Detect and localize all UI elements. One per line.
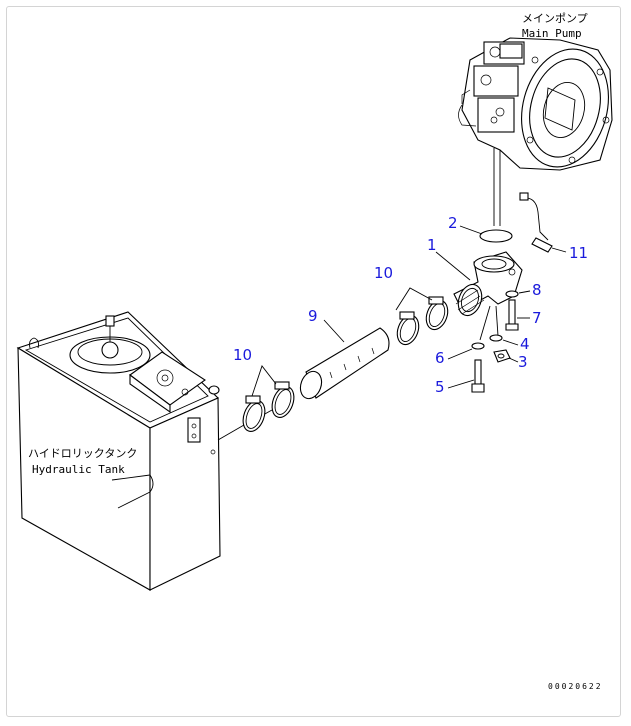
washer-8	[505, 290, 519, 298]
bolt-7	[505, 299, 519, 331]
pressure-sensor	[519, 192, 567, 253]
callout-8: 8	[532, 281, 542, 299]
hydraulic-tank: ハイドロリックタンク Hydraulic Tank	[16, 311, 221, 591]
callout-2: 2	[448, 214, 458, 232]
main-pump: メインポンプ Main Pump	[458, 12, 613, 226]
washer-6	[471, 342, 485, 350]
document-number: 00020622	[548, 682, 603, 691]
callouts: 1 2 3 4 5 6 7 8 9 10 10 11	[233, 214, 588, 396]
nut-3	[493, 349, 511, 363]
tank-label-en: Hydraulic Tank	[32, 463, 125, 476]
callout-9: 9	[308, 307, 318, 325]
tank-label-jp: ハイドロリックタンク	[28, 447, 137, 460]
suction-hose	[299, 319, 390, 400]
hose-clamp-upper-pair	[395, 287, 449, 346]
callout-10-upper: 10	[374, 264, 393, 282]
callout-11: 11	[569, 244, 588, 262]
callout-10-lower: 10	[233, 346, 252, 364]
o-ring	[479, 229, 513, 243]
callout-4: 4	[520, 335, 530, 353]
callout-5: 5	[435, 378, 445, 396]
main-pump-label-en: Main Pump	[522, 27, 582, 40]
hose-clamp-lower-pair	[242, 365, 295, 432]
callout-6: 6	[435, 349, 445, 367]
main-pump-label-jp: メインポンプ	[522, 12, 588, 25]
o-ring-4	[489, 334, 503, 342]
suction-elbow	[453, 251, 523, 341]
callout-1: 1	[427, 236, 437, 254]
callout-7: 7	[532, 309, 542, 327]
callout-3: 3	[518, 353, 528, 371]
bolt-5	[471, 359, 485, 393]
